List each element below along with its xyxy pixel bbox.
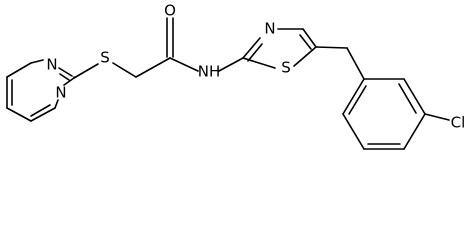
bond xyxy=(346,47,365,80)
pyrimidine-nitrogen-label: N xyxy=(55,84,66,102)
chemical-structure-diagram: N N S O NH N S Cl xyxy=(6,2,465,150)
bond xyxy=(302,28,317,48)
thiazole-nitrogen-label: N xyxy=(264,20,275,38)
bond xyxy=(30,59,44,64)
bond xyxy=(73,63,99,79)
bond xyxy=(342,113,365,150)
atom-labels: N N S O NH N S Cl xyxy=(46,2,465,132)
bond xyxy=(348,85,367,115)
thiazole-sulfur-label: S xyxy=(281,59,291,77)
bond xyxy=(6,107,32,122)
chlorine-label: Cl xyxy=(451,114,466,132)
bond xyxy=(112,62,137,78)
bond xyxy=(54,99,59,109)
thioether-sulfur-label: S xyxy=(100,49,110,67)
bond xyxy=(424,113,450,121)
bond xyxy=(135,57,171,78)
carbonyl-oxygen-label: O xyxy=(164,2,176,20)
bond xyxy=(247,43,263,62)
bond xyxy=(63,77,75,86)
bond-lines xyxy=(6,17,450,150)
bond xyxy=(169,57,199,72)
bond xyxy=(58,67,73,77)
bond xyxy=(293,46,317,67)
bond xyxy=(299,34,312,50)
bond xyxy=(242,57,276,69)
amide-nh-label: NH xyxy=(198,63,221,81)
bond xyxy=(6,62,32,78)
bond xyxy=(30,104,51,117)
bond xyxy=(59,73,70,81)
bond xyxy=(218,57,244,72)
bond xyxy=(403,78,426,115)
bond xyxy=(398,83,417,114)
bond xyxy=(30,107,56,122)
pyrimidine-nitrogen-label: N xyxy=(46,56,57,74)
bond xyxy=(315,46,348,49)
bond xyxy=(242,37,261,59)
bond xyxy=(342,78,365,115)
bond xyxy=(403,113,426,150)
